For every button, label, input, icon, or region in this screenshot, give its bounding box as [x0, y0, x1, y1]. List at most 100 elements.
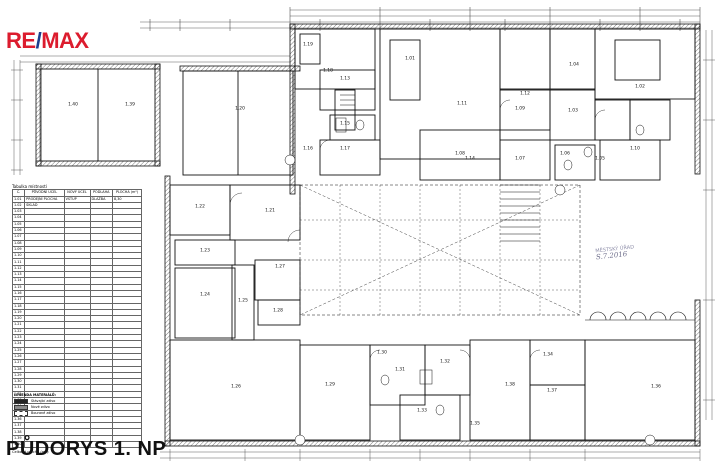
room-schedule-cell [89, 422, 114, 430]
room-number: 1.07 [515, 156, 525, 162]
room-number: 1.12 [520, 91, 530, 97]
room-label: 1.09 [515, 107, 525, 113]
room-label: 1.03 [568, 108, 578, 115]
total-label: Celková plocha (m²): [12, 450, 50, 455]
room-label: 1.36 [651, 385, 661, 391]
room-schedule-cell: 1.23 [11, 334, 26, 342]
sanitary-fixtures [335, 117, 645, 416]
room-number: 1.21 [265, 208, 275, 214]
room-number: 1.30 [377, 350, 387, 356]
room-label: 1.40 [68, 103, 78, 109]
room-label: 1.37 [547, 389, 557, 395]
room-schedule-cell [112, 302, 142, 310]
room-label: 1.22 [195, 205, 205, 211]
room-schedule-row: 1.13 [11, 271, 142, 279]
room-label: 1.31 [395, 368, 405, 374]
room-schedule-cell [112, 340, 142, 348]
room-schedule-cell [112, 359, 142, 367]
room-schedule-cell: 1.15 [11, 283, 26, 291]
room-schedule-cell [89, 371, 114, 380]
room-number: 1.18 [323, 68, 333, 74]
room-schedule-cell [89, 359, 114, 367]
room-schedule-cell [24, 308, 65, 317]
room-schedule-cell [24, 340, 65, 348]
room-schedule-row: 1.18 [11, 302, 142, 310]
remax-logo: RE/MAX [6, 30, 89, 52]
room-label: 1.33 [417, 409, 427, 415]
room-schedule-cell [112, 315, 142, 323]
room-schedule-cell: 1.25 [11, 346, 26, 354]
room-schedule-caption: Tabulka místností [12, 184, 47, 189]
material-row: Nové zdivo [14, 404, 56, 410]
room-schedule-cell [112, 334, 142, 342]
room-number: 1.35 [470, 421, 480, 427]
room-number: 1.14 [465, 156, 475, 162]
room-schedule-cell [112, 365, 142, 373]
room-schedule-cell: 1.28 [11, 365, 26, 373]
section-markers [284, 154, 656, 446]
room-schedule-cell [112, 384, 142, 392]
room-label: 1.29 [325, 383, 335, 389]
room-schedule-cell [24, 352, 65, 361]
room-schedule-cell: 1.32 [11, 390, 26, 399]
room-schedule-cell [24, 334, 65, 342]
room-schedule-cell: 1.27 [11, 359, 26, 367]
room-schedule-cell [89, 308, 114, 317]
room-schedule-row: 1.25 [11, 346, 142, 354]
room-number: 1.03 [568, 108, 578, 114]
room-schedule-cell [89, 434, 114, 443]
room-schedule-cell [112, 277, 142, 285]
room-schedule-cell [24, 365, 65, 373]
room-label: 1.35 [470, 421, 480, 428]
room-schedule-row: 1.26 [11, 352, 142, 361]
room-schedule-cell [24, 422, 65, 430]
room-schedule-cell [24, 327, 65, 336]
room-schedule-cell [112, 308, 142, 317]
room-schedule-cell: 1.12 [11, 264, 26, 273]
room-label: 1.08 [455, 152, 465, 158]
room-schedule-cell [89, 390, 114, 399]
room-label: 1.19 [303, 42, 313, 49]
room-schedule-row: 1.21 [11, 321, 142, 329]
room-schedule-cell [89, 258, 114, 266]
room-schedule-cell [89, 277, 114, 285]
room-number: 1.19 [303, 42, 313, 48]
room-label: 1.16 [303, 147, 313, 153]
room-schedule-cell [24, 428, 65, 436]
room-schedule-cell [112, 371, 142, 380]
room-number: 1.23 [200, 248, 210, 254]
room-number: 1.20 [235, 106, 245, 112]
approval-stamp: MĚSTSKÝ ÚŘAD S.7.2016 [595, 244, 643, 286]
room-schedule-cell: 1.19 [11, 308, 26, 317]
room-schedule-cell [112, 346, 142, 354]
room-number: 1.10 [630, 146, 640, 152]
room-label: 1.30 [377, 350, 387, 357]
materials-title: LEGENDA MATERIÁLŮ: [14, 393, 57, 397]
room-schedule-cell [112, 396, 142, 405]
room-schedule-table: Tabulka místností Č. PŮVODNÍ ÚČEL NOVÝ Ú… [11, 184, 142, 454]
room-schedule-cell [24, 371, 65, 380]
room-schedule-cell [112, 422, 142, 430]
material-label: Stávající zdivo [31, 399, 56, 403]
room-schedule-cell: 1.40 [11, 441, 26, 449]
room-number: 1.13 [340, 76, 350, 82]
room-label: 1.12 [520, 91, 530, 98]
room-label: 1.20 [235, 106, 245, 113]
room-schedule-cell [112, 271, 142, 279]
room-schedule-row: 1.38 [11, 428, 142, 436]
room-schedule-cell: 1.18 [11, 302, 26, 310]
room-schedule-header-row: Č. PŮVODNÍ ÚČEL NOVÝ ÚČEL PODLAHA PLOCHA… [11, 189, 142, 197]
room-schedule-cell [24, 441, 65, 449]
room-schedule-cell [24, 258, 65, 266]
room-schedule-cell: 1.37 [11, 422, 26, 430]
room-schedule-row: 1.39 [11, 434, 142, 443]
dimension-lines-bottom [160, 449, 701, 461]
room-label: 1.04 [569, 63, 579, 69]
room-schedule-cell [24, 434, 65, 443]
room-schedule-cell [112, 289, 142, 298]
room-schedule-cell [89, 415, 114, 424]
room-schedule-cell: 1.31 [11, 384, 26, 392]
room-number: 1.27 [275, 264, 285, 270]
room-schedule-row: 1.30 [11, 378, 142, 386]
